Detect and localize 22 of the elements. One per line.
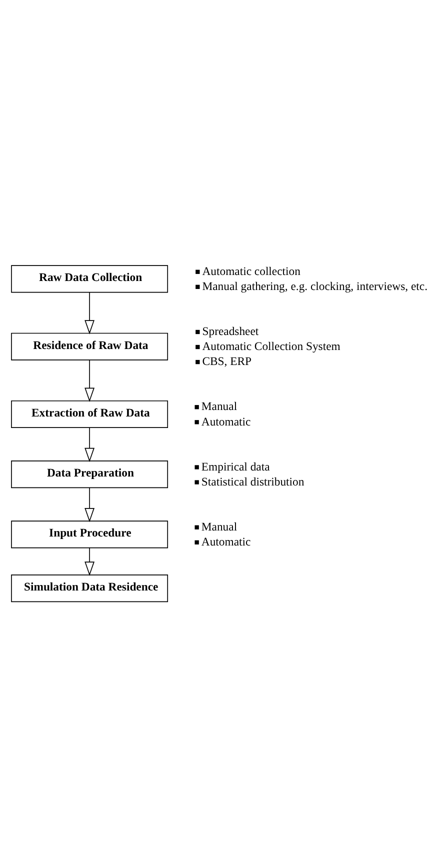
arrow [84, 427, 94, 462]
node-label: Automatic collection [202, 264, 300, 278]
arrow [84, 360, 94, 402]
node-box: Input Procedure [11, 520, 168, 548]
arrow [84, 487, 94, 522]
node-box: Residence of Raw Data [11, 332, 168, 360]
node-box: Raw Data Collection [11, 265, 168, 293]
node-label: Automatic [201, 415, 251, 428]
node-label: Empirical data [201, 460, 270, 474]
node-label: Statistical distribution [201, 475, 304, 488]
node-label: Automatic [201, 535, 251, 548]
node-label: Spreadsheet [202, 325, 259, 338]
node-box: Extraction of Raw Data [11, 400, 168, 428]
node-label: Manual gathering, e.g. clocking, interviews, etc. [202, 280, 428, 293]
node-box: Simulation Data Residence [11, 574, 168, 602]
node-label: Manual [201, 520, 238, 534]
node-label: Automatic Collection System [202, 340, 340, 354]
arrow [84, 292, 94, 334]
arrow [84, 548, 94, 576]
node-label: CBS, ERP [202, 355, 252, 368]
node-box: Data Preparation [11, 460, 168, 488]
node-label: Manual [201, 400, 238, 414]
